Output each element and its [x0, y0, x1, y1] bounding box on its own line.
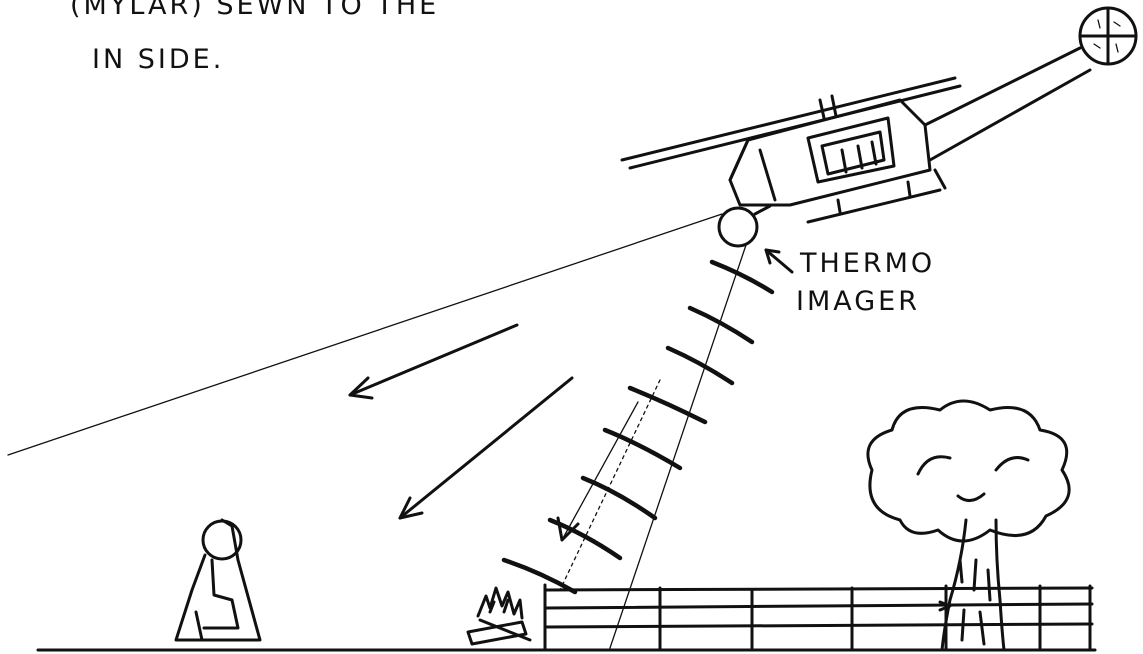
field-of-view-lines [8, 214, 746, 648]
thermal-camera-icon [719, 206, 770, 246]
campfire-icon [468, 588, 530, 644]
helicopter-icon [622, 8, 1136, 222]
caption-line-1: (MYLAR) SEWN TO THE [70, 0, 439, 21]
thermo-label-line-1: THERMO [799, 248, 935, 279]
caption-line-2: IN SIDE. [92, 44, 224, 75]
thermo-imager-annotation: THERMO IMAGER [766, 248, 935, 317]
person-icon [176, 520, 260, 640]
direction-arrows [350, 325, 638, 540]
thermo-label-line-2: IMAGER [796, 286, 920, 317]
fence-icon [545, 585, 1092, 650]
